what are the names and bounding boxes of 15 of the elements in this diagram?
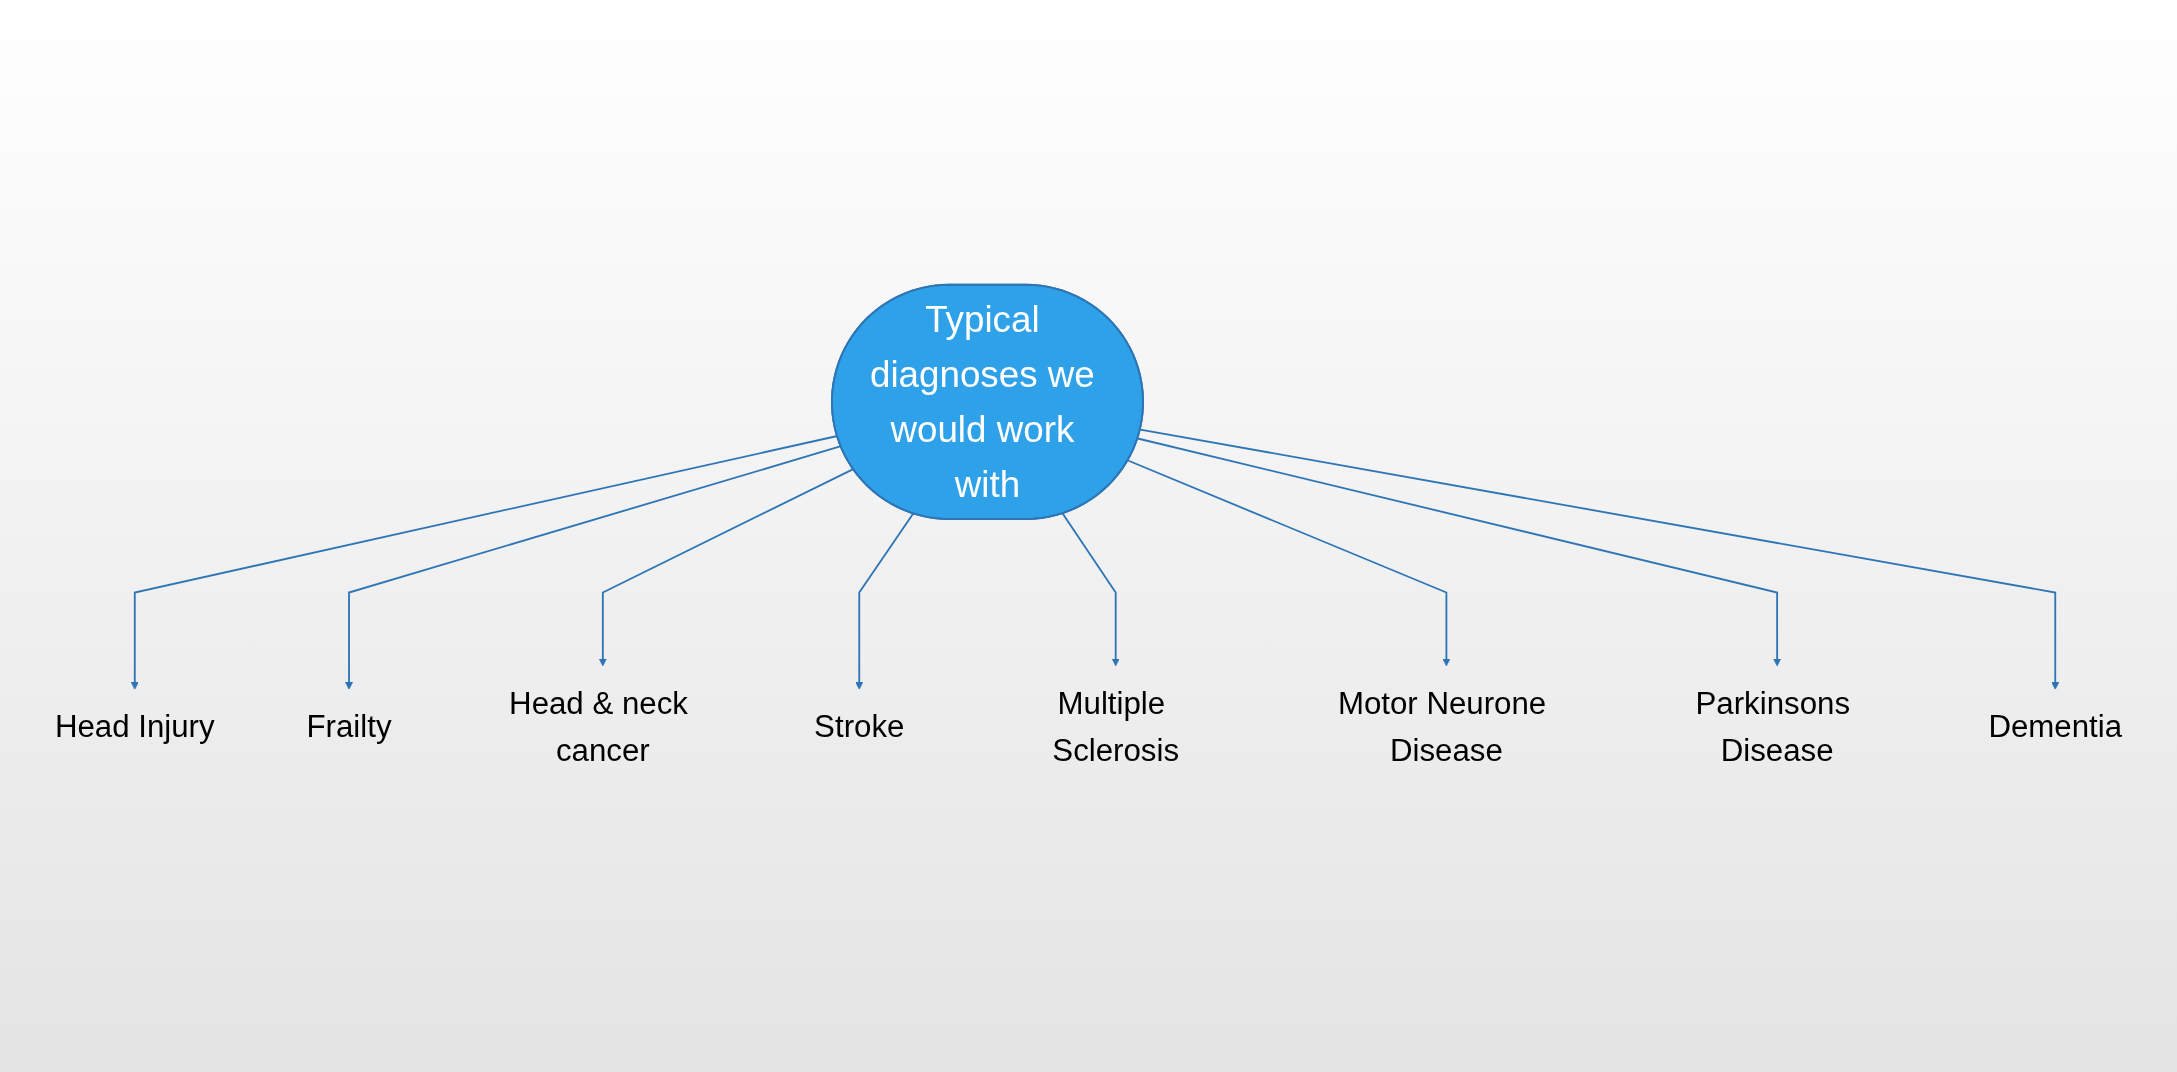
arrow	[1061, 512, 1120, 667]
node-text: Dementia	[1988, 708, 2123, 744]
node-text: Stroke	[814, 708, 905, 744]
arrow	[855, 512, 914, 690]
arrow	[1127, 459, 1451, 667]
node-text: Head Injury	[54, 708, 215, 744]
node-text: Frailty	[306, 708, 392, 744]
arrow	[1139, 428, 2060, 690]
node-text: Motor Neurone Disease	[1337, 685, 1547, 768]
node-text: Multiple Sclerosis	[1052, 685, 1180, 768]
arrow	[1136, 437, 1782, 667]
arrow	[598, 468, 855, 667]
arrow	[345, 445, 842, 690]
node-text: Head & neck cancer	[509, 685, 688, 768]
node-text: Parkinsons Disease	[1695, 685, 1851, 768]
